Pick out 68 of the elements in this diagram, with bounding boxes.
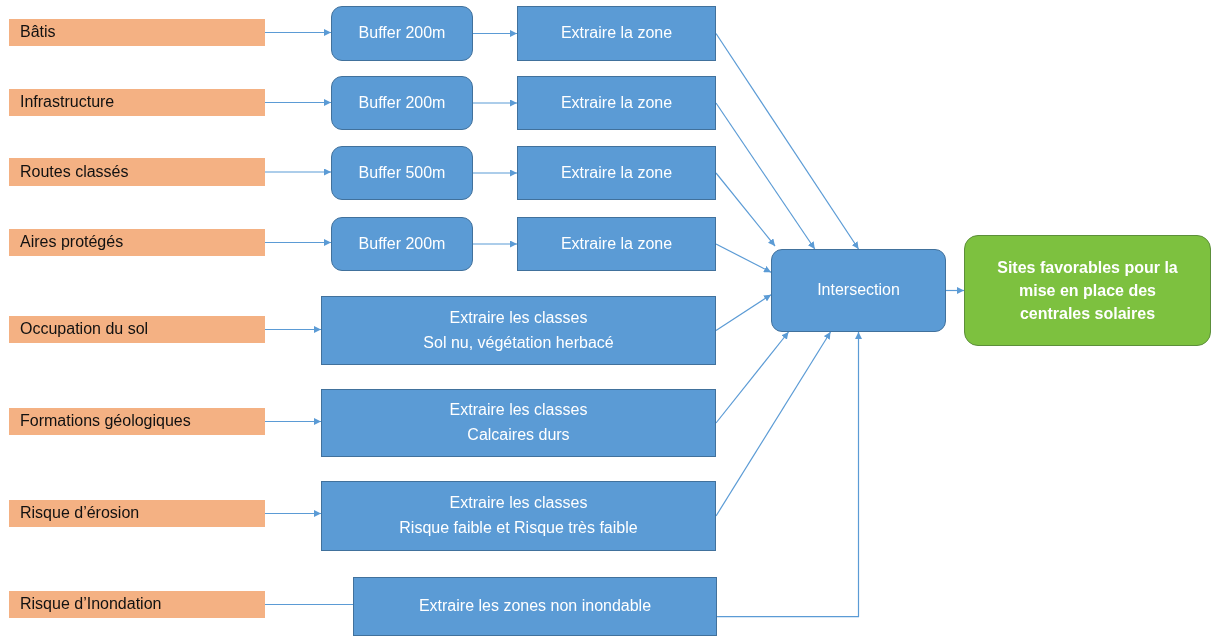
box-text: Buffer 200m: [358, 233, 446, 254]
box-heading: Extraire les classes: [449, 307, 588, 328]
process-box: [331, 76, 473, 130]
box-text: Extraire les zones non inondable: [418, 596, 652, 617]
input-layer-label: [9, 591, 265, 618]
arrow: [264, 99, 332, 106]
box-text: Extraire la zone: [560, 23, 673, 44]
box-text: Occupation du sol: [20, 319, 149, 340]
box-text: Risque d’érosion: [20, 503, 140, 524]
input-layer-label: [9, 19, 265, 46]
arrow: [264, 510, 322, 517]
box-text: Intersection: [817, 280, 900, 301]
box-text: Extraire la zone: [560, 162, 673, 183]
box-text: Extraire la zone: [560, 92, 673, 113]
box-text: Buffer 200m: [358, 23, 446, 44]
arrow: [472, 30, 518, 37]
arrow: [472, 240, 518, 248]
process-box: [321, 481, 716, 551]
input-layer-label: [9, 408, 265, 435]
box-text: Risque d’Inondation: [20, 594, 162, 615]
arrow: [715, 172, 776, 247]
connector-line: [264, 603, 354, 606]
arrow: [264, 168, 332, 176]
box-text: Risque faible et Risque très faible: [399, 518, 638, 538]
process-box: [331, 6, 473, 61]
result-box: [964, 235, 1211, 346]
box-text: Extraire la zone: [560, 233, 673, 254]
arrow: [264, 418, 322, 425]
box-text: Bâtis: [20, 22, 56, 43]
box-text: Routes classés: [20, 161, 129, 182]
process-box: [517, 146, 716, 200]
input-layer-label: [9, 158, 265, 186]
process-box: [517, 76, 716, 130]
process-box: [517, 6, 716, 61]
box-heading: Extraire les classes: [449, 493, 588, 514]
process-box: [321, 296, 716, 365]
box-text: Sol nu, végétation herbacé: [423, 332, 614, 353]
process-box: [331, 146, 473, 200]
box-text: Infrastructure: [20, 92, 115, 113]
process-box: [771, 249, 946, 332]
input-layer-label: [9, 316, 265, 343]
box-text: Formations géologiques: [20, 411, 191, 432]
input-layer-label: [9, 500, 265, 527]
arrow: [715, 331, 790, 424]
box-text: Buffer 500m: [358, 162, 446, 183]
arrow: [715, 32, 860, 250]
arrow: [264, 29, 332, 36]
process-box: [321, 389, 716, 457]
arrow: [716, 331, 862, 618]
process-box: [353, 577, 717, 636]
arrow: [715, 331, 832, 517]
input-layer-label: [9, 229, 265, 256]
box-text: Buffer 200m: [358, 92, 446, 113]
box-text: Sites favorables pour la mise en place des centrales solaires: [996, 257, 1179, 325]
process-box: [331, 217, 473, 271]
box-text: Calcaires durs: [467, 425, 570, 445]
arrow: [715, 294, 772, 332]
arrow: [264, 239, 332, 246]
box-text: Aires protégés: [20, 232, 124, 253]
arrow: [472, 99, 518, 107]
box-heading: Extraire les classes: [449, 400, 588, 421]
arrow: [715, 102, 816, 250]
input-layer-label: [9, 89, 265, 116]
arrow: [945, 287, 965, 294]
arrow: [472, 169, 518, 177]
arrow: [264, 326, 322, 333]
process-box: [517, 217, 716, 271]
arrow: [715, 243, 772, 273]
